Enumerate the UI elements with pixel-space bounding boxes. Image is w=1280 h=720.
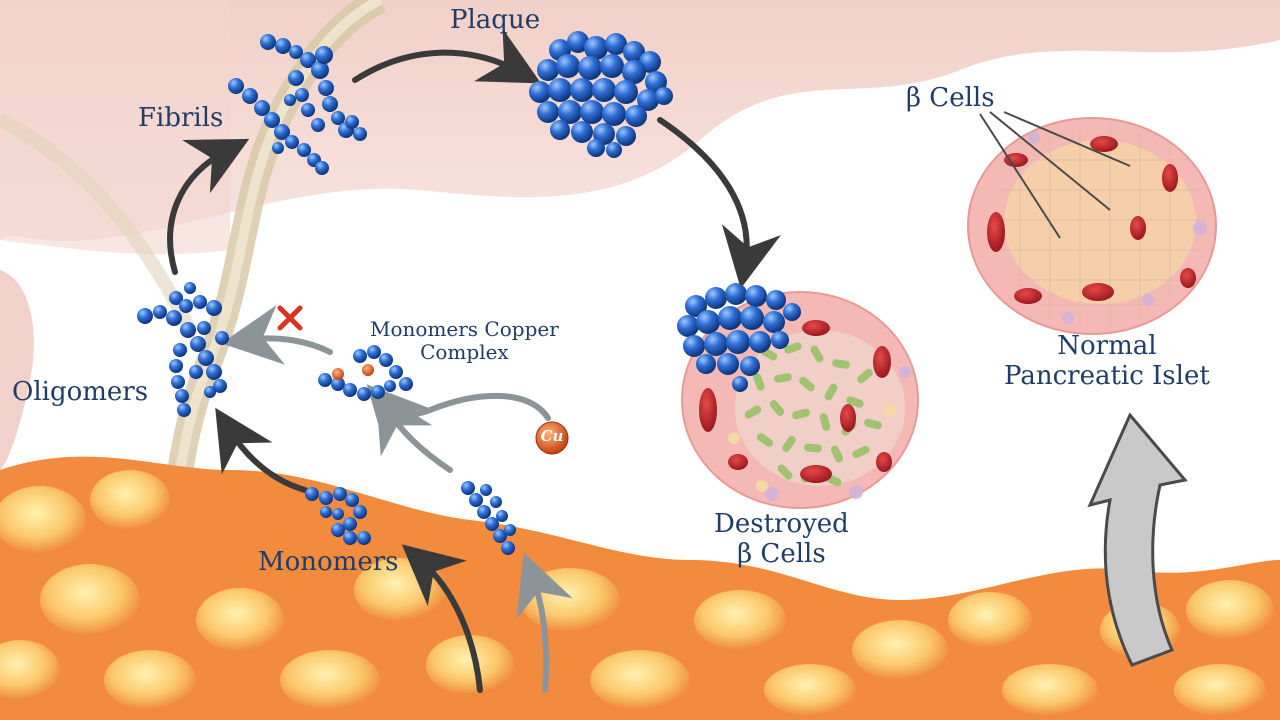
copper-ion-icon: [535, 421, 569, 455]
monomers-molecule-right: [461, 481, 516, 555]
arrow-oligomers-to-fibrils: [167, 138, 250, 275]
flow-arrows: [167, 28, 781, 693]
fibrils-molecule: [228, 34, 367, 175]
label-normal-pancreatic-islet: Normal Pancreatic Islet: [1004, 331, 1210, 392]
x-mark-icon: [277, 305, 303, 331]
arrow-copper-to-complex: [366, 384, 551, 449]
normal-islet: [967, 111, 1217, 335]
label-monomers-copper-complex: Monomers Copper Complex: [370, 318, 559, 364]
label-normal-line1: Normal: [1057, 331, 1157, 361]
label-fibrils: Fibrils: [138, 103, 224, 133]
destroyed-islet: [677, 283, 919, 509]
monomers-copper-complex: [318, 345, 413, 401]
label-destroyed-line2: β Cells: [737, 538, 826, 569]
label-complex-line1: Monomers Copper: [370, 317, 559, 341]
beta-cells-pointer-lines: [979, 111, 1131, 239]
label-oligomers: Oligomers: [12, 377, 149, 407]
plaque-molecule: [529, 31, 673, 158]
copper-ion-label: Cu: [540, 427, 564, 445]
label-destroyed-beta-cells: Destroyed β Cells: [714, 509, 849, 570]
arrow-plaque-to-destroyed: [657, 117, 781, 289]
monomers-molecule-left: [305, 487, 371, 545]
adipose-tissue: [0, 456, 1280, 720]
big-arrow-to-normal-islet: [1087, 412, 1188, 667]
label-normal-line2: Pancreatic Islet: [1004, 360, 1210, 391]
arrow-up-to-right-monomers: [516, 552, 573, 693]
arrow-complex-to-oligomers-blocked: [221, 305, 333, 365]
label-beta-cells: β Cells: [906, 83, 995, 113]
attached-plaque: [677, 283, 801, 392]
label-destroyed-line1: Destroyed: [714, 509, 849, 539]
arrow-monomers-to-complex: [375, 389, 453, 473]
arrow-monomers-to-oligomers: [215, 407, 308, 493]
label-complex-line2: Complex: [420, 340, 509, 364]
oligomers-molecule: [137, 282, 229, 417]
label-monomers: Monomers: [258, 547, 399, 577]
arrow-up-to-monomers: [401, 544, 483, 693]
label-plaque: Plaque: [450, 5, 541, 35]
arrow-fibrils-to-plaque: [352, 28, 542, 84]
